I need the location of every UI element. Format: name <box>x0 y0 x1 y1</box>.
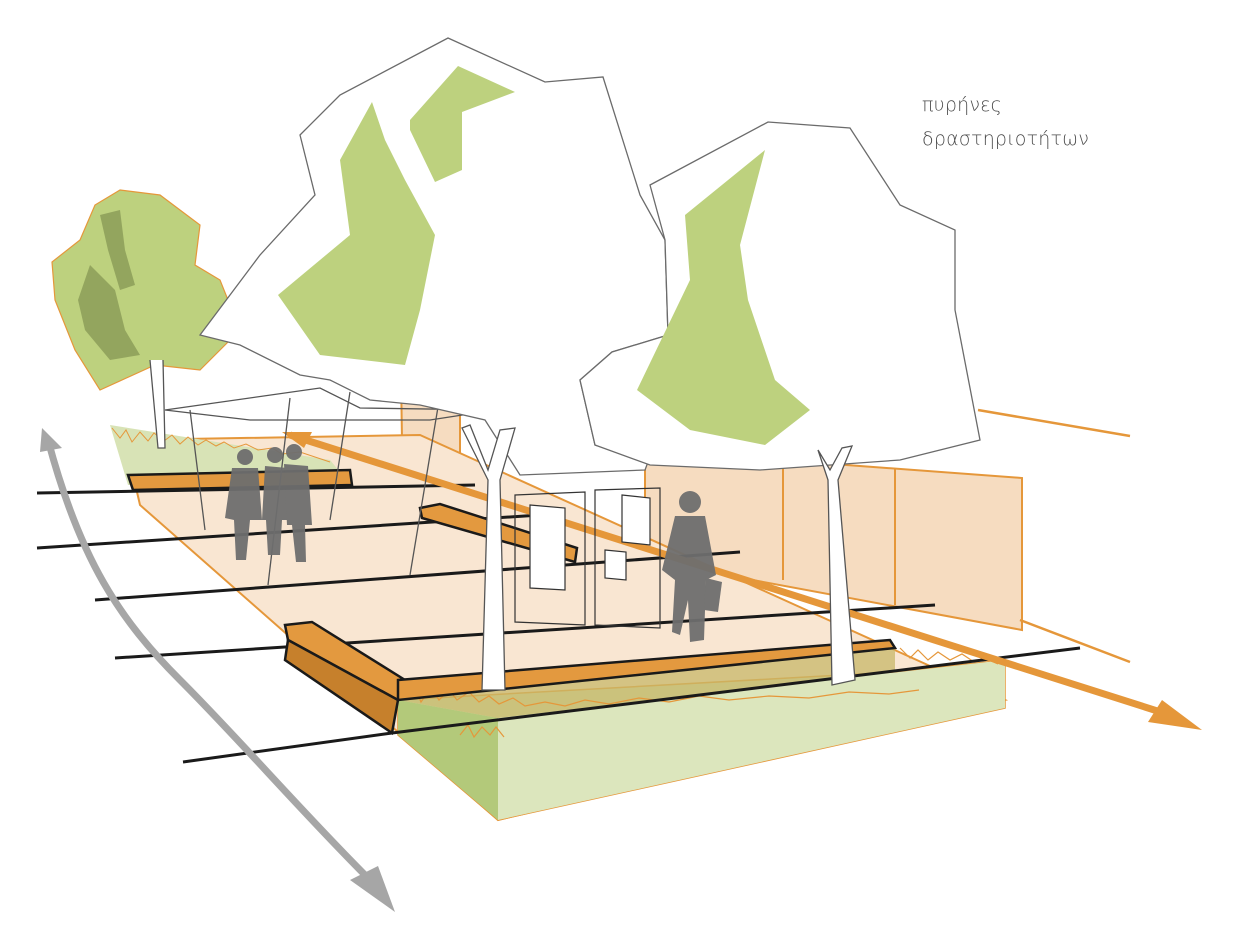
annotation-line-2: δραστηριοτήτων <box>922 128 1090 150</box>
pedestrian-arrow-gray <box>40 428 395 912</box>
activity-cores-annotation: πυρήνες δραστηριοτήτων <box>922 88 1089 156</box>
annotation-line-1: πυρήνες <box>922 94 1002 116</box>
movement-arrow-orange <box>282 431 1202 730</box>
bench-front <box>283 620 898 736</box>
tree-right <box>579 121 981 686</box>
front-planter <box>397 647 1006 821</box>
tree-middle <box>198 37 669 691</box>
people-group <box>225 444 722 642</box>
tree-left <box>51 189 241 449</box>
exhibition-panels <box>514 487 661 629</box>
